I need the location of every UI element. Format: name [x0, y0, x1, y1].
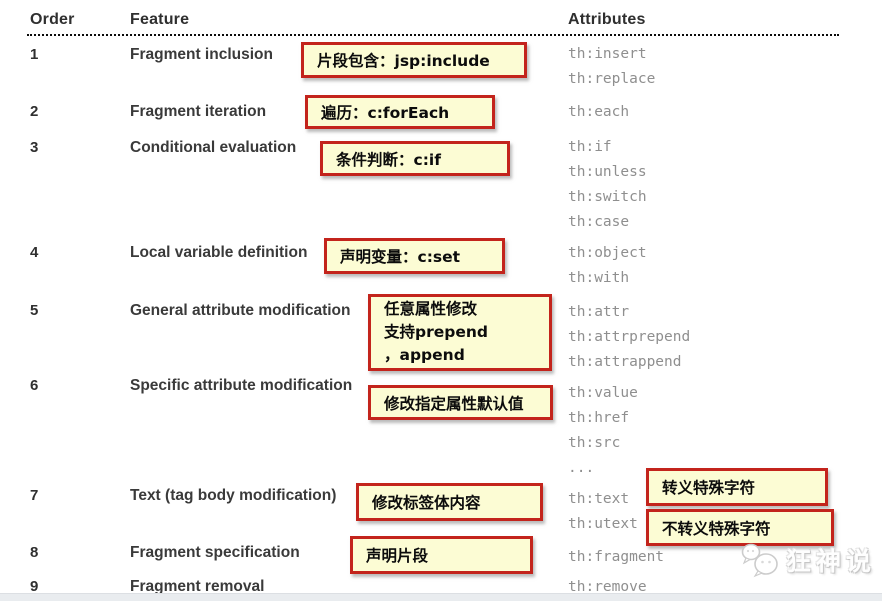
annotation-conditional-evaluation: 条件判断：c:if [320, 141, 510, 176]
attribute-line: th:utext [568, 516, 638, 532]
attributes-cell: th:value th:href th:src ... [568, 381, 638, 481]
feature-cell: Local variable definition [130, 244, 308, 261]
attributes-cell: th:insert th:replace [568, 42, 655, 92]
header-divider [27, 34, 839, 36]
feature-cell: Fragment iteration [130, 103, 267, 120]
annotation-fragment-specification: 声明片段 [350, 536, 533, 574]
attributes-cell: th:remove [568, 575, 647, 600]
attribute-line: th:fragment [568, 549, 665, 565]
feature-cell: General attribute modification [130, 302, 351, 319]
annotation-local-variable: 声明变量：c:set [324, 238, 505, 274]
attribute-line: th:replace [568, 71, 656, 87]
attribute-line: th:object [568, 245, 647, 261]
attribute-line: th:value [568, 385, 638, 401]
order-cell: 7 [30, 487, 39, 504]
attribute-line: th:case [568, 214, 630, 230]
column-header-feature: Feature [130, 11, 190, 28]
annotation-unescape-chars: 不转义特殊字符 [646, 509, 834, 546]
order-cell: 1 [30, 46, 39, 63]
annotation-text: 修改标签体内容 [372, 494, 481, 512]
order-cell: 5 [30, 302, 39, 319]
attributes-cell: th:attr th:attrprepend th:attrappend [568, 300, 690, 375]
watermark-text: 狂神说 [786, 548, 877, 576]
annotation-text: 声明变量：c:set [340, 248, 461, 266]
annotation-text: 转义特殊字符 [662, 479, 756, 497]
wechat-bubbles-icon [740, 542, 780, 578]
order-cell: 6 [30, 377, 39, 394]
attribute-line: th:attrappend [568, 354, 682, 370]
feature-cell: Fragment removal [130, 578, 265, 595]
attribute-line: th:if [568, 139, 612, 155]
annotation-text: 条件判断：c:if [336, 150, 441, 169]
attribute-line: th:href [568, 410, 630, 426]
order-cell: 3 [30, 139, 39, 156]
annotation-text: 支持prepend [384, 323, 488, 341]
annotation-escape-chars: 转义特殊字符 [646, 468, 828, 506]
feature-cell: Fragment inclusion [130, 46, 273, 63]
order-cell: 8 [30, 544, 39, 561]
feature-cell: Text (tag body modification) [130, 487, 337, 504]
annotation-text: 任意属性修改 [384, 300, 478, 318]
attributes-cell: th:if th:unless th:switch th:case [568, 135, 647, 235]
feature-cell: Fragment specification [130, 544, 300, 561]
attributes-cell: th:each [568, 100, 629, 125]
attribute-line: th:text [568, 491, 630, 507]
annotation-text-body: 修改标签体内容 [356, 483, 543, 521]
annotation-specific-attribute: 修改指定属性默认值 [368, 385, 553, 420]
attribute-line: th:insert [568, 46, 647, 62]
attribute-line: th:with [568, 270, 630, 286]
annotation-text: 修改指定属性默认值 [384, 394, 524, 413]
attribute-line: th:each [568, 104, 630, 120]
attribute-line: ... [568, 460, 595, 476]
annotation-fragment-iteration: 遍历：c:forEach [305, 95, 495, 129]
attribute-line: th:switch [568, 189, 647, 205]
annotation-text: 遍历：c:forEach [321, 104, 450, 122]
watermark: 狂神说 [740, 542, 876, 578]
column-header-attributes: Attributes [568, 11, 646, 28]
attribute-line: th:attr [568, 304, 630, 320]
annotation-text: ，append [384, 346, 465, 364]
attributes-cell: th:object th:with [568, 241, 647, 291]
annotation-text: 声明片段 [366, 547, 429, 565]
attribute-line: th:remove [568, 579, 647, 595]
attribute-line: th:src [568, 435, 621, 451]
attribute-line: th:unless [568, 164, 647, 180]
order-cell: 9 [30, 578, 39, 595]
feature-cell: Conditional evaluation [130, 139, 297, 156]
annotation-text: 不转义特殊字符 [662, 519, 771, 538]
annotation-text: 片段包含：jsp:include [317, 52, 490, 70]
attributes-cell: th:fragment [568, 545, 664, 570]
order-cell: 4 [30, 244, 39, 261]
bottom-edge-bar [0, 593, 882, 601]
annotation-general-attribute: 任意属性修改 支持prepend ，append [368, 294, 552, 371]
attribute-line: th:attrprepend [568, 329, 691, 345]
attributes-cell: th:text th:utext [568, 487, 638, 537]
annotation-fragment-inclusion: 片段包含：jsp:include [301, 42, 527, 78]
order-cell: 2 [30, 103, 39, 120]
feature-cell: Specific attribute modification [130, 377, 353, 394]
column-header-order: Order [30, 11, 75, 28]
